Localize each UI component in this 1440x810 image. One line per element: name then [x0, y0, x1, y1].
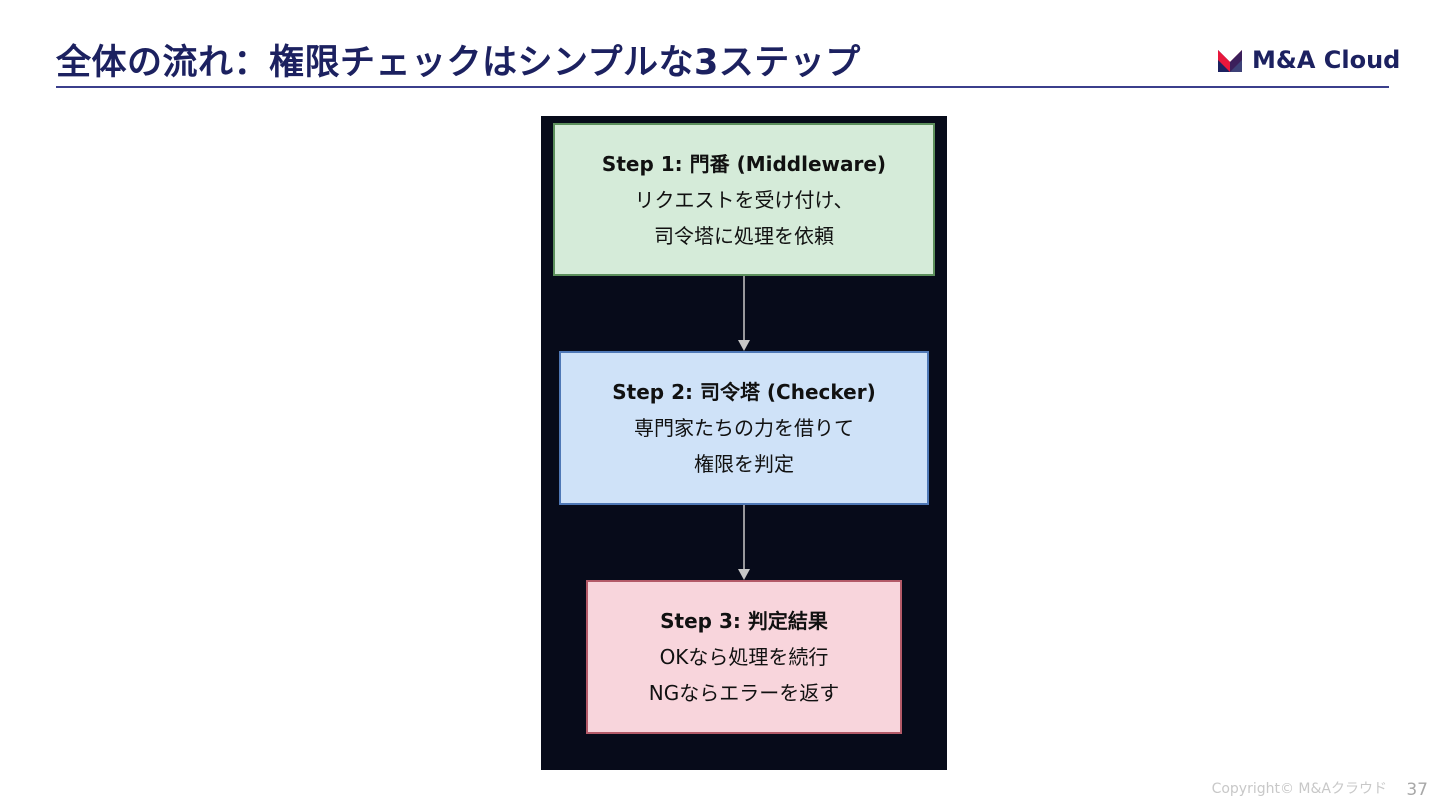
- footer-copyright: Copyright© M&Aクラウド: [1211, 781, 1387, 797]
- arrow-head-2-icon: [738, 569, 750, 580]
- step-2-line-1: 専門家たちの力を借りて: [634, 416, 854, 440]
- step-1-heading: Step 1: 門番 (Middleware): [601, 151, 887, 176]
- page-number: 37: [1406, 780, 1428, 800]
- step-2-heading: Step 2: 司令塔 (Checker): [612, 380, 876, 404]
- step-3-line-1: OKなら処理を続行: [659, 645, 829, 669]
- brand-logo: M&A Cloud: [1216, 44, 1400, 76]
- slide-title: 全体の流れ：権限チェックはシンプルな3ステップ: [56, 43, 861, 83]
- step-3-heading: Step 3: 判定結果: [660, 609, 828, 633]
- step-2-box: Step 2: 司令塔 (Checker) 専門家たちの力を借りて 権限を判定: [559, 351, 929, 505]
- title-divider: [56, 86, 1389, 88]
- step-3-line-2: NGならエラーを返す: [648, 681, 840, 705]
- step-1-box: Step 1: 門番 (Middleware) リクエストを受け付け、 司令塔に…: [553, 123, 935, 276]
- step-1-line-1: リクエストを受け付け、: [634, 187, 854, 212]
- logo-mark-icon: [1218, 50, 1242, 72]
- flow-diagram: Step 1: 門番 (Middleware) リクエストを受け付け、 司令塔に…: [541, 116, 947, 770]
- step-3-box: Step 3: 判定結果 OKなら処理を続行 NGならエラーを返す: [586, 580, 902, 734]
- logo-text: M&A Cloud: [1252, 46, 1401, 74]
- arrow-head-1-icon: [738, 340, 750, 351]
- step-1-line-2: 司令塔に処理を依頼: [654, 223, 834, 248]
- step-2-line-2: 権限を判定: [694, 452, 794, 476]
